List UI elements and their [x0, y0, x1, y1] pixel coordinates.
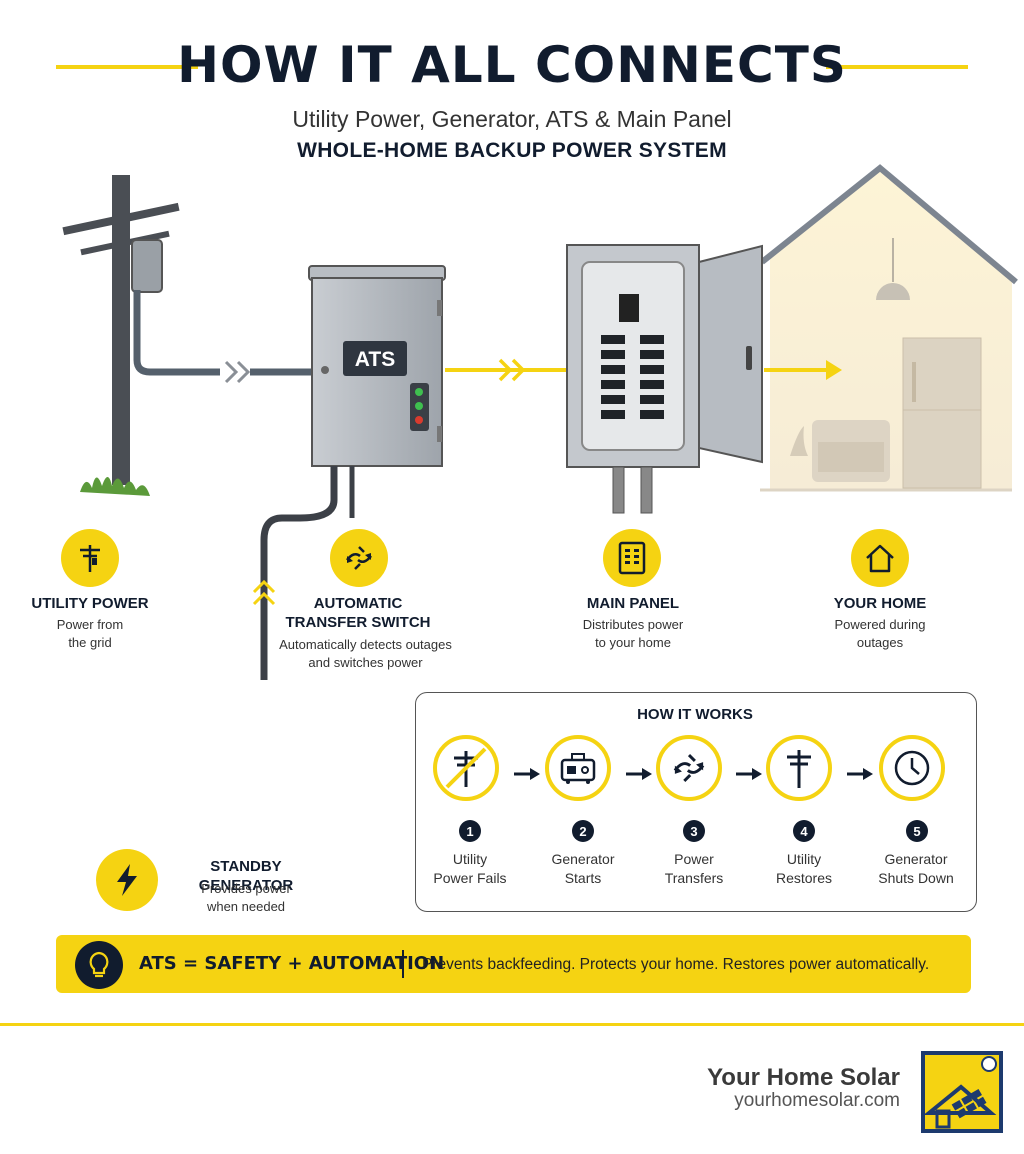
main-panel-badge — [603, 529, 661, 587]
step-5-circle — [879, 735, 945, 801]
step-4-label-2: Restores — [775, 870, 833, 886]
ats-title-1: AUTOMATIC — [313, 595, 403, 612]
ats-desc-1: Automatically detects outages — [279, 637, 452, 652]
your-home-title: YOUR HOME — [833, 595, 927, 612]
banner-text: Prevents backfeeding. Protects your home… — [422, 956, 930, 973]
footer-rule — [0, 1023, 1024, 1026]
utility-power-badge — [61, 529, 119, 587]
main-panel-desc-1: Distributes power — [582, 617, 684, 632]
step-2-label-1: Generator — [551, 851, 615, 867]
ats-box-illustration — [260, 265, 446, 680]
step-1-label-2: Power Fails — [433, 870, 507, 886]
step-5-label-1: Generator — [884, 851, 948, 867]
step-2-circle — [545, 735, 611, 801]
brand-name: Your Home Solar — [707, 1064, 900, 1091]
transfer-arrows-icon — [346, 546, 372, 570]
main-panel-desc-2: to your home — [595, 635, 671, 650]
main-panel-title: MAIN PANEL — [586, 595, 680, 612]
utility-pole-illustration — [62, 175, 220, 496]
your-home-badge — [851, 529, 909, 587]
banner-headline: ATS = SAFETY + AUTOMATION — [139, 953, 445, 974]
lightbulb-icon — [89, 951, 109, 978]
step-arrow-3-icon — [736, 768, 762, 780]
house-illustration — [760, 164, 1018, 492]
step-5-number: 5 — [906, 820, 928, 842]
title-rule-left — [56, 65, 198, 69]
lightning-icon — [117, 864, 137, 896]
step-arrow-1-icon — [514, 768, 540, 780]
your-home-desc-2: outages — [856, 635, 904, 650]
step-1-number: 1 — [459, 820, 481, 842]
step-arrow-4-icon — [847, 768, 873, 780]
step-3-number: 3 — [683, 820, 705, 842]
pole-crossed-icon — [445, 747, 487, 789]
utility-pole-icon — [787, 750, 811, 788]
banner-icon-circle — [75, 941, 123, 989]
page-subtitle: Utility Power, Generator, ATS & Main Pan… — [292, 106, 732, 132]
your-home-desc-1: Powered during — [834, 617, 926, 632]
ats-desc-2: and switches power — [308, 655, 423, 670]
generator-desc-2: when needed — [206, 899, 286, 914]
how-it-works-panel — [415, 692, 977, 912]
step-2-number: 2 — [572, 820, 594, 842]
step-4-circle — [766, 735, 832, 801]
breaker-panel-icon — [618, 541, 646, 575]
ats-box-label: ATS — [355, 348, 395, 371]
step-4-number: 4 — [793, 820, 815, 842]
how-it-works-title: HOW IT WORKS — [637, 706, 753, 723]
solar-house-logo — [921, 1051, 1003, 1133]
generator-badge — [96, 849, 158, 911]
step-5-label-2: Shuts Down — [878, 870, 954, 886]
utility-power-title: UTILITY POWER — [31, 595, 149, 612]
title-rule-right — [826, 65, 968, 69]
utility-power-desc-2: the grid — [68, 635, 112, 650]
ats-title-2: TRANSFER SWITCH — [285, 614, 431, 631]
generator-title: STANDBY GENERATOR — [198, 858, 294, 894]
banner-divider — [402, 950, 404, 978]
step-3-circle — [656, 735, 722, 801]
generator-icon — [560, 753, 596, 784]
ats-summary-banner — [56, 935, 971, 993]
transfer-arrows-icon — [673, 754, 705, 782]
step-1-label-1: Utility — [452, 851, 488, 867]
step-3-label-1: Power — [674, 851, 714, 867]
step-arrow-2-icon — [626, 768, 652, 780]
step-4-label-1: Utility — [786, 851, 822, 867]
main-panel-illustration — [566, 244, 763, 514]
utility-pole-icon — [80, 545, 100, 572]
generator-desc-1: Provides power — [201, 881, 291, 896]
step-2-label-2: Starts — [564, 870, 602, 886]
house-icon — [866, 544, 894, 573]
brand-url: yourhomesolar.com — [734, 1090, 900, 1111]
ats-badge — [330, 529, 388, 587]
step-1-circle — [433, 735, 499, 801]
step-3-label-2: Transfers — [664, 870, 724, 886]
page-title: HOW IT ALL CONNECTS — [177, 36, 847, 94]
system-illustration: ATS — [62, 164, 1018, 680]
clock-icon — [894, 750, 930, 786]
utility-power-desc-1: Power from — [56, 617, 124, 632]
page-subtitle-bold: WHOLE-HOME BACKUP POWER SYSTEM — [297, 139, 727, 162]
